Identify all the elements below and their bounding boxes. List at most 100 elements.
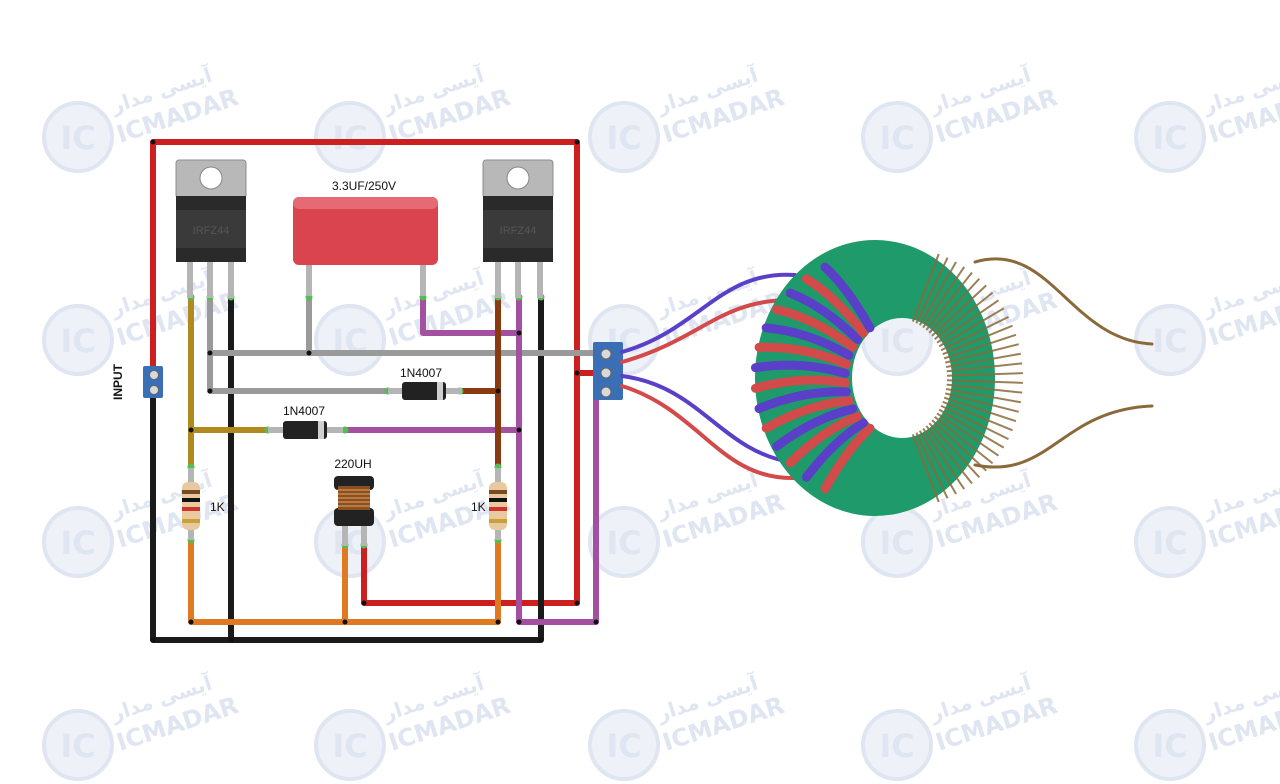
resistor-right: 1K [471,468,507,540]
watermark-logo-text: IC [60,119,95,157]
watermark-logo-text: IC [1152,524,1187,562]
primary-turn [785,288,863,345]
diode-top: 1N4007 [388,366,462,400]
mosfet-left: IRFZ44 [175,159,247,298]
secondary-turn [938,307,1005,348]
inductor: 220UH [334,457,374,546]
toroid-transformer [620,240,1154,516]
primary-turn [801,274,868,338]
primary-turn [761,323,854,360]
watermark-logo-text: IC [1152,119,1187,157]
watermark-logo-text: IC [1152,322,1187,360]
watermark-logo-text: IC [606,524,641,562]
mosfet-right: IRFZ44 [482,159,554,298]
watermark-logo-text: IC [879,322,914,360]
diode-top-label: 1N4007 [400,366,442,380]
secondary-turn [945,352,1021,368]
secondary-turn [936,412,1000,457]
watermark-logo-text: IC [879,524,914,562]
input-terminal-block: INPUT [111,363,163,400]
watermark-logo-text: IC [60,524,95,562]
secondary-turn [915,257,949,324]
secondary-turn [943,396,1017,423]
watermark-logo-text: IC [60,727,95,765]
resistor-left: 1K [182,468,225,540]
diode-bottom-label: 1N4007 [283,404,325,418]
secondary-turn [931,284,987,337]
watermark-logo-text: IC [879,119,914,157]
secondary-turn [943,333,1017,360]
output-terminal-block [593,342,623,400]
secondary-turn [940,315,1009,352]
black-wire-ground [150,294,544,643]
secondary-turn [946,383,1023,394]
primary-turn [750,360,850,378]
watermark-logo-text: IC [60,322,95,360]
input-label: INPUT [111,363,125,400]
secondary-turn [945,343,1019,364]
watermark-logo-text: IC [332,727,367,765]
inductor-label: 220UH [334,457,371,471]
secondary-turn [940,404,1009,441]
secondary-turn [945,392,1019,413]
secondary-turn [946,372,1023,377]
secondary-turn [928,278,981,334]
secondary-turn [946,379,1023,384]
red-wire-inductor [361,542,580,606]
watermark-logo-text: IC [332,119,367,157]
mosfet-left-label: IRFZ44 [193,225,230,237]
watermark-logo-text: IC [879,727,914,765]
mosfet-right-label: IRFZ44 [500,225,537,237]
watermark-logo-text: IC [606,727,641,765]
secondary-turn [918,261,957,326]
primary-turn [801,418,868,482]
secondary-turn [922,266,966,329]
resistor-right-label: 1K [471,500,486,514]
primary-turn [820,423,875,494]
primary-turn [785,411,863,468]
secondary-turn [911,434,940,503]
secondary-turn [922,427,966,490]
primary-turn [750,375,850,393]
diode-bottom: 1N4007 [268,404,343,439]
primary-turn [772,404,858,451]
primary-turn [820,262,875,333]
secondary-turn [911,253,940,322]
primary-turn [754,387,851,414]
watermark-logo-text: IC [1152,727,1187,765]
secondary-turn [925,271,973,331]
secondary-turn [925,425,973,485]
resistor-left-label: 1K [210,500,225,514]
secondary-turn [938,408,1005,449]
secondary-turn [931,419,987,472]
secondary-turn [934,291,994,340]
secondary-turn [942,400,1013,432]
secondary-turn [918,430,957,495]
capacitor-label: 3.3UF/250V [332,179,396,193]
capacitor: 3.3UF/250V [293,179,438,296]
secondary-turn [946,362,1023,373]
secondary-turn [942,324,1013,356]
primary-turn [754,342,851,369]
secondary-turn [928,422,981,478]
primary-turn [761,396,854,433]
primary-turn [772,305,858,352]
